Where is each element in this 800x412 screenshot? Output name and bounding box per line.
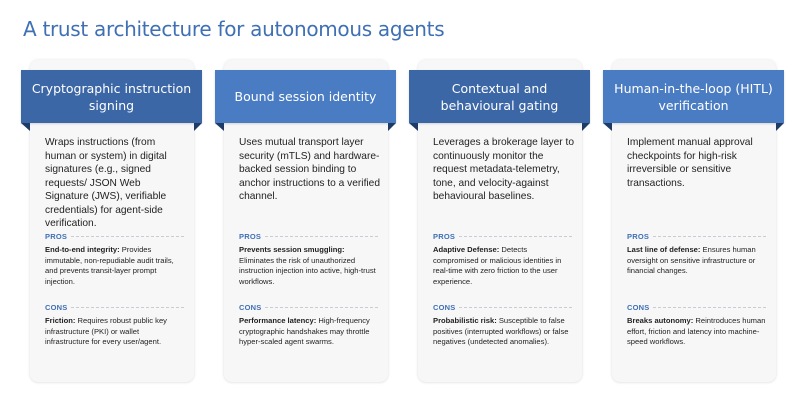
cons-section: CONS Breaks autonomy: Reintroduces human… bbox=[627, 303, 766, 348]
cons-lead: Probabilistic risk: bbox=[433, 316, 497, 325]
cons-header: CONS bbox=[45, 303, 184, 312]
dashed-divider bbox=[71, 236, 184, 237]
pros-lead: Prevents session smuggling: bbox=[239, 245, 345, 254]
cons-text: Breaks autonomy: Reintroduces human effo… bbox=[627, 316, 766, 348]
pros-label: PROS bbox=[627, 232, 650, 241]
pros-header: PROS bbox=[627, 232, 766, 241]
cons-label: CONS bbox=[45, 303, 68, 312]
card-body: Leverages a brokerage layer to continuou… bbox=[433, 136, 574, 204]
card-contextual-gating: Contextual and behavioural gating Levera… bbox=[409, 60, 590, 382]
card-bound-session-identity: Bound session identity Uses mutual trans… bbox=[215, 60, 396, 382]
dashed-divider bbox=[265, 236, 378, 237]
pros-section: PROS Adaptive Defense: Detects compromis… bbox=[433, 232, 572, 287]
card-cryptographic-signing: Cryptographic instruction signing Wraps … bbox=[21, 60, 202, 382]
cons-header: CONS bbox=[433, 303, 572, 312]
cons-lead: Performance latency: bbox=[239, 316, 317, 325]
pros-lead: Adaptive Defense: bbox=[433, 245, 500, 254]
pros-body: Provides immutable, non-repudiable audit… bbox=[45, 245, 174, 286]
pros-section: PROS Prevents session smuggling: Elimina… bbox=[239, 232, 378, 287]
dashed-divider bbox=[459, 236, 572, 237]
card-description: Wraps instructions (from human or system… bbox=[45, 137, 167, 229]
card-description: Implement manual approval checkpoints fo… bbox=[627, 137, 753, 189]
card-body: Implement manual approval checkpoints fo… bbox=[627, 136, 768, 190]
ribbon-fold-right bbox=[388, 123, 396, 131]
cons-text: Performance latency: High-frequency cryp… bbox=[239, 316, 378, 348]
pros-header: PROS bbox=[45, 232, 184, 241]
cons-label: CONS bbox=[433, 303, 456, 312]
ribbon-fold-right bbox=[194, 123, 202, 131]
pros-section: PROS End-to-end integrity: Provides immu… bbox=[45, 232, 184, 287]
card-human-in-the-loop: Human-in-the-loop (HITL) verification Im… bbox=[603, 60, 784, 382]
card-banner-title: Human-in-the-loop (HITL) verification bbox=[614, 80, 773, 113]
cons-lead: Breaks autonomy: bbox=[627, 316, 694, 325]
card-description: Uses mutual transport layer security (mT… bbox=[239, 137, 380, 202]
dashed-divider bbox=[653, 307, 766, 308]
pros-lead: Last line of defense: bbox=[627, 245, 701, 254]
dashed-divider bbox=[265, 307, 378, 308]
page-title: A trust architecture for autonomous agen… bbox=[23, 17, 445, 41]
cons-body: Requires robust public key infrastructur… bbox=[45, 316, 167, 347]
cons-lead: Friction: bbox=[45, 316, 76, 325]
pros-text: End-to-end integrity: Provides immutable… bbox=[45, 245, 184, 287]
pros-text: Prevents session smuggling: Eliminates t… bbox=[239, 245, 378, 287]
ribbon-fold-left bbox=[21, 123, 30, 131]
cons-section: CONS Friction: Requires robust public ke… bbox=[45, 303, 184, 348]
dashed-divider bbox=[459, 307, 572, 308]
pros-body: Eliminates the risk of unauthorized inst… bbox=[239, 255, 376, 286]
cons-body: Reintroduces human effort, friction and … bbox=[627, 316, 766, 347]
dashed-divider bbox=[653, 236, 766, 237]
pros-lead: End-to-end integrity: bbox=[45, 245, 120, 254]
pros-label: PROS bbox=[239, 232, 262, 241]
dashed-divider bbox=[71, 307, 184, 308]
pros-label: PROS bbox=[433, 232, 456, 241]
ribbon-fold-right bbox=[776, 123, 784, 131]
cons-label: CONS bbox=[627, 303, 650, 312]
cons-text: Friction: Requires robust public key inf… bbox=[45, 316, 184, 348]
card-banner: Contextual and behavioural gating bbox=[409, 70, 590, 131]
cons-header: CONS bbox=[239, 303, 378, 312]
card-banner: Bound session identity bbox=[215, 70, 396, 131]
pros-header: PROS bbox=[433, 232, 572, 241]
cons-body: Susceptible to false positives (interrup… bbox=[433, 316, 569, 347]
ribbon-fold-left bbox=[409, 123, 418, 131]
cons-body: High-frequency cryptographic handshakes … bbox=[239, 316, 370, 347]
cons-text: Probabilistic risk: Susceptible to false… bbox=[433, 316, 572, 348]
ribbon-fold-left bbox=[215, 123, 224, 131]
card-body: Uses mutual transport layer security (mT… bbox=[239, 136, 380, 204]
card-banner-title: Contextual and behavioural gating bbox=[440, 80, 559, 113]
pros-label: PROS bbox=[45, 232, 68, 241]
pros-body: Ensures human oversight on sensitive inf… bbox=[627, 245, 756, 276]
pros-section: PROS Last line of defense: Ensures human… bbox=[627, 232, 766, 277]
ribbon-fold-left bbox=[603, 123, 612, 131]
ribbon-fold-right bbox=[582, 123, 590, 131]
card-body: Wraps instructions (from human or system… bbox=[45, 136, 186, 231]
cons-section: CONS Probabilistic risk: Susceptible to … bbox=[433, 303, 572, 348]
cons-header: CONS bbox=[627, 303, 766, 312]
card-banner: Human-in-the-loop (HITL) verification bbox=[603, 70, 784, 131]
card-banner: Cryptographic instruction signing bbox=[21, 70, 202, 131]
pros-text: Adaptive Defense: Detects compromised or… bbox=[433, 245, 572, 287]
cons-section: CONS Performance latency: High-frequency… bbox=[239, 303, 378, 348]
pros-text: Last line of defense: Ensures human over… bbox=[627, 245, 766, 277]
pros-header: PROS bbox=[239, 232, 378, 241]
cons-label: CONS bbox=[239, 303, 262, 312]
card-banner-title: Cryptographic instruction signing bbox=[31, 80, 192, 113]
pros-body: Detects compromised or malicious identit… bbox=[433, 245, 562, 286]
card-description: Leverages a brokerage layer to continuou… bbox=[433, 137, 575, 202]
card-banner-title: Bound session identity bbox=[234, 89, 377, 104]
